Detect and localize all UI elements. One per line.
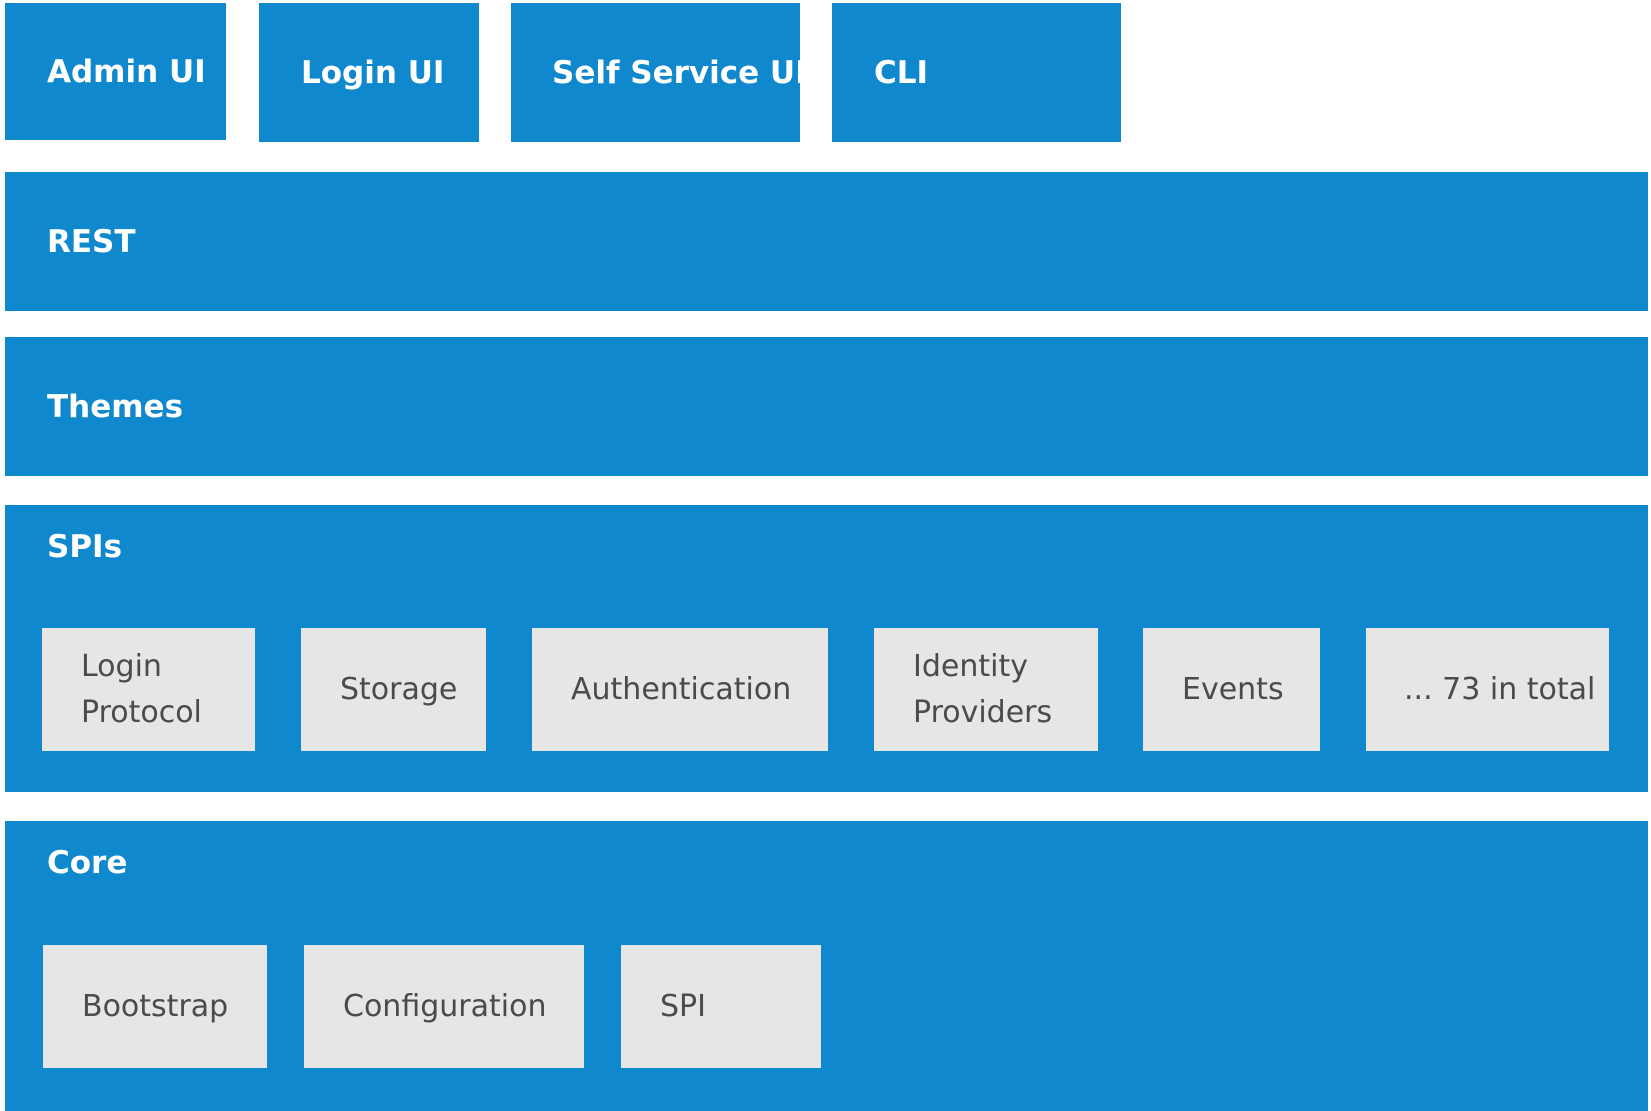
login-ui-box: Login UI	[259, 3, 479, 142]
core-title: Core	[47, 845, 128, 881]
core-configuration-box: Configuration	[304, 945, 584, 1068]
cli-box: CLI	[832, 3, 1121, 142]
spi-authentication-label: Authentication	[571, 671, 792, 707]
cli-label: CLI	[874, 54, 929, 91]
spi-identity-providers-line2: Providers	[913, 694, 1053, 730]
core-spi-box: SPI	[621, 945, 821, 1068]
self-service-ui-box: Self Service UI	[511, 3, 807, 142]
rest-layer: REST	[5, 172, 1648, 311]
spi-total-count-box: ... 73 in total	[1366, 628, 1609, 751]
spi-identity-providers-box: Identity Providers	[874, 628, 1098, 751]
self-service-ui-label: Self Service UI	[552, 54, 807, 91]
spi-events-box: Events	[1143, 628, 1320, 751]
core-bootstrap-box: Bootstrap	[43, 945, 267, 1068]
core-bootstrap-label: Bootstrap	[82, 988, 229, 1024]
core-spi-label: SPI	[660, 988, 706, 1024]
spi-login-protocol-box: Login Protocol	[42, 628, 255, 751]
spi-storage-box: Storage	[301, 628, 486, 751]
spi-total-count-label: ... 73 in total	[1404, 671, 1596, 707]
themes-title: Themes	[47, 388, 184, 425]
spi-login-protocol-line1: Login	[81, 648, 162, 684]
spi-login-protocol-label: Login Protocol	[81, 644, 202, 736]
rest-title: REST	[47, 223, 136, 260]
admin-ui-label: Admin UI	[47, 53, 206, 90]
spi-authentication-box: Authentication	[532, 628, 828, 751]
spis-layer: SPIs Login Protocol Storage Authenticati…	[5, 505, 1648, 792]
spis-title: SPIs	[47, 529, 123, 565]
spi-events-label: Events	[1182, 671, 1284, 707]
spi-identity-providers-line1: Identity	[913, 648, 1028, 684]
login-ui-label: Login UI	[301, 54, 445, 91]
core-layer: Core Bootstrap Configuration SPI	[5, 821, 1648, 1111]
spi-storage-label: Storage	[340, 671, 458, 707]
themes-layer: Themes	[5, 337, 1648, 476]
spi-identity-providers-label: Identity Providers	[913, 644, 1052, 736]
spi-login-protocol-line2: Protocol	[81, 694, 202, 730]
admin-ui-box: Admin UI	[5, 3, 226, 140]
core-configuration-label: Configuration	[343, 988, 547, 1024]
